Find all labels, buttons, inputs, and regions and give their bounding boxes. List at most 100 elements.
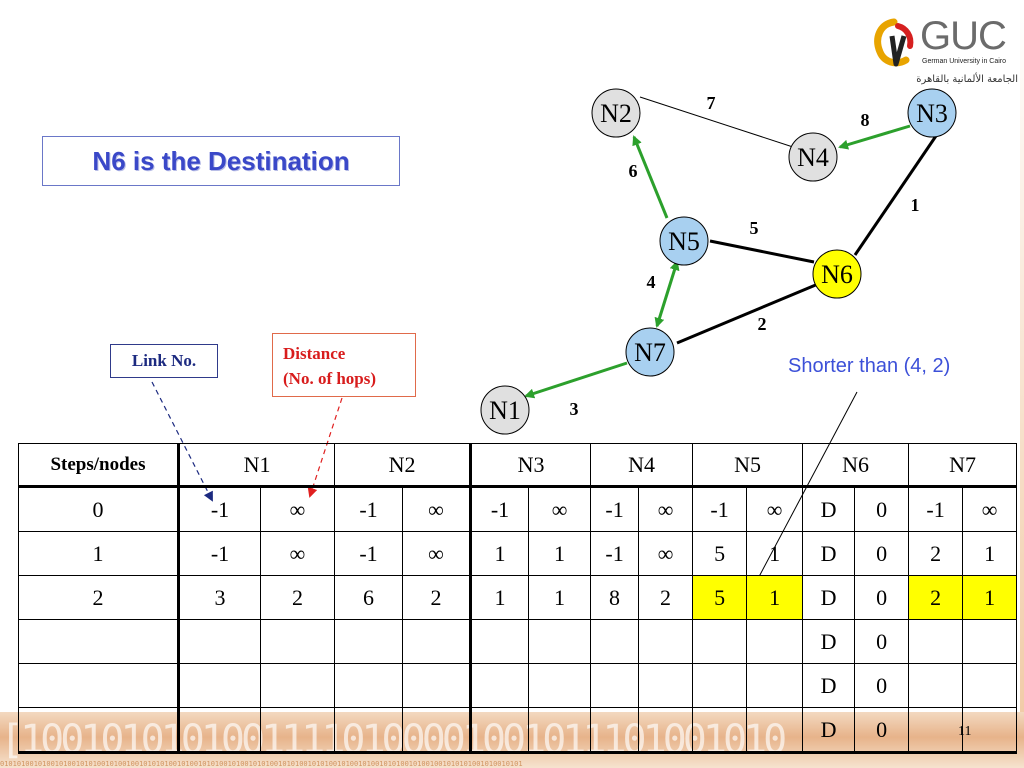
edge-label-6: 6 bbox=[629, 161, 638, 181]
edge-n7-n1 bbox=[524, 361, 628, 399]
link-cell: -1 bbox=[590, 531, 640, 576]
link-cell bbox=[692, 619, 748, 664]
link-cell: 2 bbox=[908, 531, 964, 576]
distance-cell: 2 bbox=[402, 575, 473, 620]
column-header-n6: N6 bbox=[802, 443, 910, 488]
shorter-than-note: Shorter than (4, 2) bbox=[788, 355, 951, 377]
routing-table: Steps/nodes N1 N2 N3 N4 N5 N6 N7 0-1∞-1∞… bbox=[18, 443, 1018, 754]
distance-cell bbox=[638, 619, 694, 664]
column-header-n2: N2 bbox=[334, 443, 473, 488]
node-n4-label: N4 bbox=[797, 143, 829, 172]
distance-cell bbox=[259, 707, 336, 754]
distance-cell bbox=[962, 663, 1018, 708]
node-n4: N4 bbox=[788, 132, 838, 182]
link-cell: -1 bbox=[590, 486, 640, 532]
edge-label-4: 4 bbox=[647, 272, 656, 292]
edge-n5-n2 bbox=[632, 135, 669, 219]
distance-cell: 1 bbox=[962, 531, 1018, 576]
distance-cell: 1 bbox=[962, 575, 1018, 620]
step-cell bbox=[18, 663, 180, 708]
distance-cell: 0 bbox=[854, 663, 910, 708]
node-n6-label: N6 bbox=[821, 260, 853, 289]
edge-n5-n6 bbox=[709, 239, 815, 264]
distance-cell bbox=[962, 707, 1018, 754]
guc-logo-mark-icon bbox=[874, 18, 914, 67]
edge-n3-n6 bbox=[853, 132, 940, 256]
distance-cell: 0 bbox=[854, 531, 910, 576]
link-cell bbox=[692, 707, 748, 754]
link-cell bbox=[590, 619, 640, 664]
node-n3-label: N3 bbox=[916, 99, 948, 128]
distance-cell: ∞ bbox=[259, 486, 336, 532]
link-cell bbox=[908, 707, 964, 754]
step-cell: 0 bbox=[18, 486, 180, 532]
distance-cell: 0 bbox=[854, 707, 910, 754]
node-n1: N1 bbox=[480, 385, 530, 435]
distance-cell bbox=[746, 663, 804, 708]
link-cell: -1 bbox=[908, 486, 964, 532]
guc-logo: GUC German University in Cairo الجامعة ا… bbox=[870, 10, 1020, 90]
link-cell bbox=[334, 707, 404, 754]
link-cell: -1 bbox=[178, 531, 261, 576]
logo-subtitle: German University in Cairo bbox=[922, 58, 1007, 65]
edge-label-1: 1 bbox=[911, 195, 920, 215]
distance-cell bbox=[528, 707, 592, 754]
link-cell: D bbox=[802, 531, 856, 576]
edge-label-2: 2 bbox=[758, 314, 767, 334]
link-cell: D bbox=[802, 575, 856, 620]
logo-wordmark: GUC bbox=[920, 14, 1007, 58]
column-header-n1: N1 bbox=[177, 443, 336, 488]
link-cell: -1 bbox=[178, 486, 261, 532]
link-cell: -1 bbox=[470, 486, 530, 532]
distance-cell: ∞ bbox=[402, 531, 473, 576]
edge-n7-n6 bbox=[676, 282, 819, 345]
step-cell: 1 bbox=[18, 531, 180, 576]
link-no-label: Link No. bbox=[110, 344, 218, 378]
distance-cell: 1 bbox=[528, 531, 592, 576]
link-cell bbox=[334, 663, 404, 708]
link-cell: 5 bbox=[692, 531, 748, 576]
link-cell bbox=[470, 663, 530, 708]
right-decor-rule bbox=[1020, 0, 1024, 712]
edge-label-7: 7 bbox=[707, 93, 716, 113]
edge-n7-n5 bbox=[654, 260, 680, 328]
distance-cell bbox=[638, 663, 694, 708]
distance-cell bbox=[402, 619, 473, 664]
node-n7: N7 bbox=[625, 327, 675, 377]
distance-cell: 1 bbox=[746, 575, 804, 620]
distance-cell bbox=[402, 707, 473, 754]
distance-cell: ∞ bbox=[402, 486, 473, 532]
table-header-row: Steps/nodes N1 N2 N3 N4 N5 N6 N7 bbox=[18, 443, 1018, 488]
distance-label-line2: (No. of hops) bbox=[283, 369, 377, 388]
link-cell bbox=[908, 619, 964, 664]
distance-cell bbox=[638, 707, 694, 754]
link-cell bbox=[334, 619, 404, 664]
destination-title: N6 is the Destination bbox=[42, 136, 400, 186]
column-header-n4: N4 bbox=[590, 443, 694, 488]
column-header-n7: N7 bbox=[908, 443, 1018, 488]
page-number: 11 bbox=[958, 724, 972, 739]
edge-label-5: 5 bbox=[750, 218, 759, 238]
node-n6: N6 bbox=[812, 249, 862, 299]
distance-cell: 0 bbox=[854, 486, 910, 532]
link-cell: D bbox=[802, 707, 856, 754]
link-cell: 8 bbox=[590, 575, 640, 620]
link-cell bbox=[178, 707, 261, 754]
link-cell: 1 bbox=[470, 575, 530, 620]
distance-cell: 2 bbox=[259, 575, 336, 620]
link-cell bbox=[178, 619, 261, 664]
link-cell: D bbox=[802, 663, 856, 708]
distance-cell: ∞ bbox=[638, 486, 694, 532]
distance-cell bbox=[746, 619, 804, 664]
step-cell bbox=[18, 707, 180, 754]
link-cell: 6 bbox=[334, 575, 404, 620]
distance-cell bbox=[528, 619, 592, 664]
link-cell: D bbox=[802, 619, 856, 664]
distance-label-line1: Distance bbox=[283, 344, 346, 363]
logo-arabic-name: الجامعة الألمانية بالقاهرة bbox=[916, 74, 1018, 85]
step-cell: 2 bbox=[18, 575, 180, 620]
link-cell bbox=[590, 707, 640, 754]
